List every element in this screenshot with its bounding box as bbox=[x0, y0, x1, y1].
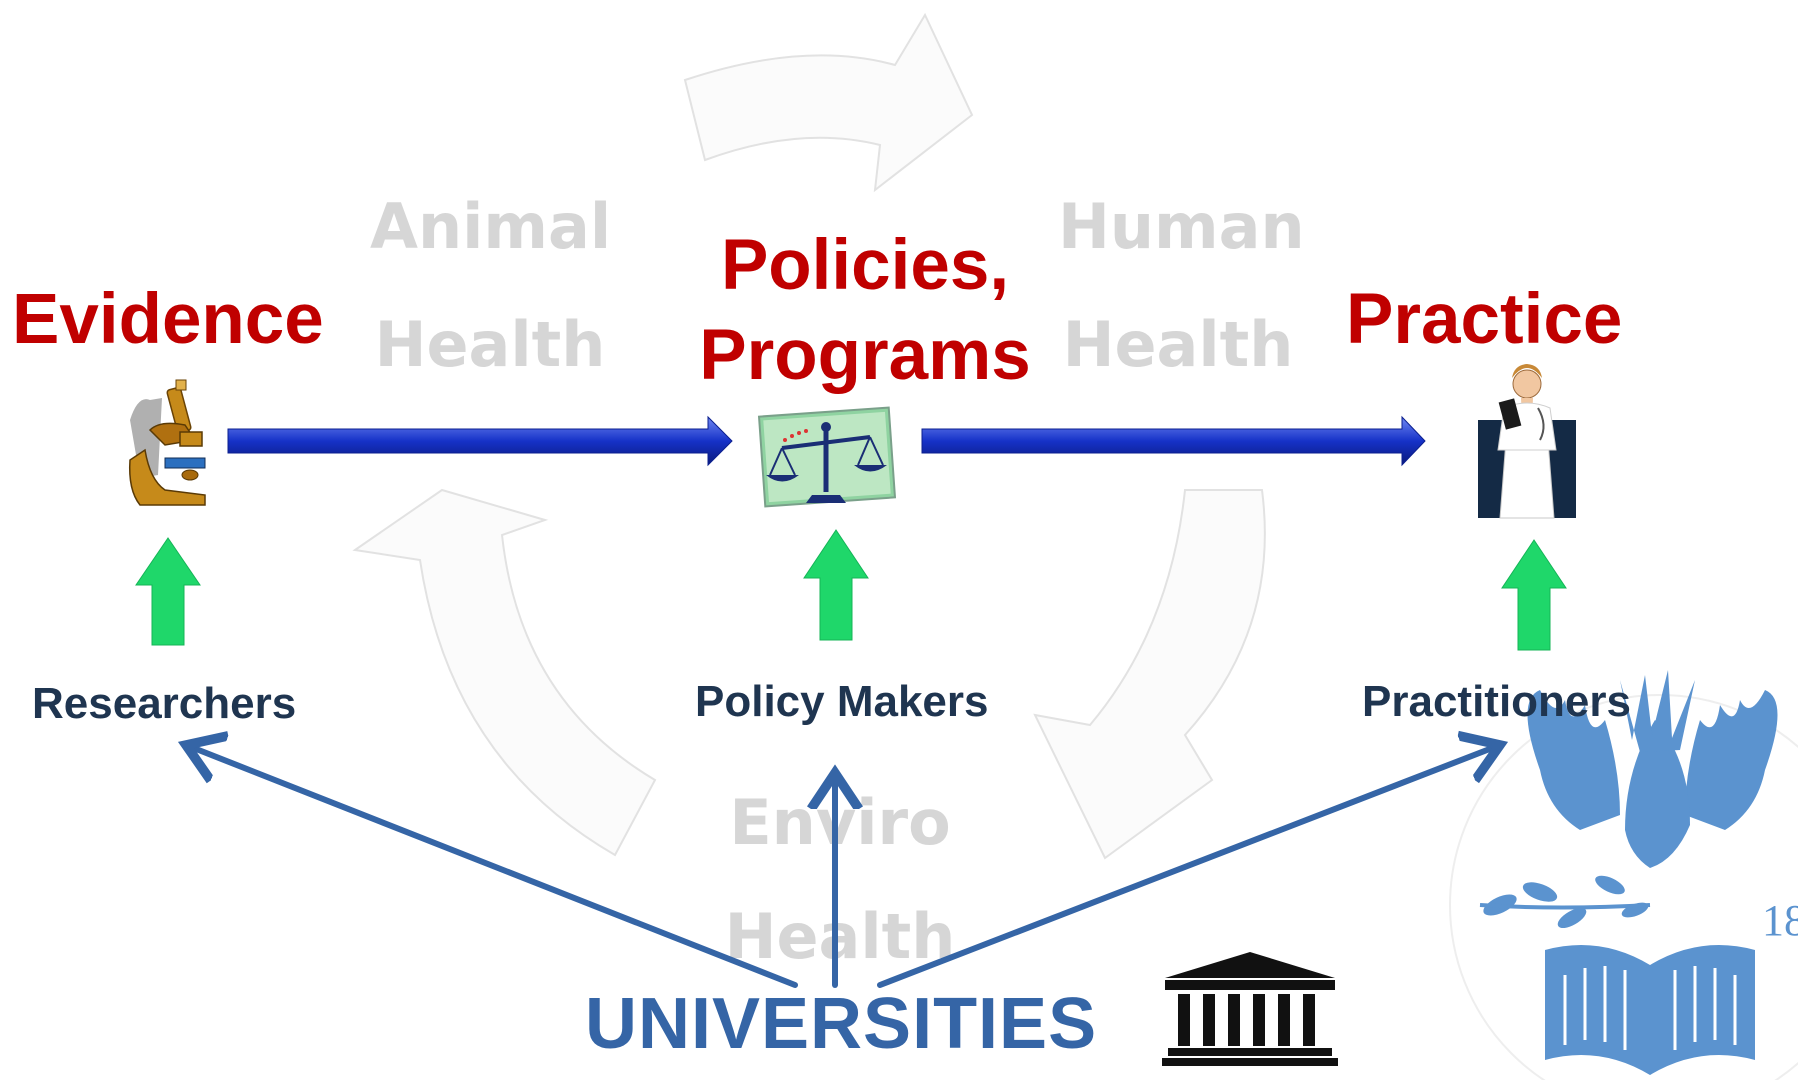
cycle-arrow-left bbox=[352, 488, 657, 857]
policy-to-practice-arrow bbox=[921, 415, 1426, 467]
animal-health-label-line1: Animal bbox=[370, 190, 612, 263]
researchers-up-arrow bbox=[135, 537, 201, 646]
human-health-label-line1: Human bbox=[1058, 190, 1305, 263]
policy-makers-label: Policy Makers bbox=[695, 677, 989, 726]
practice-label: Practice bbox=[1346, 280, 1623, 359]
university-to-practitioners-arrow bbox=[877, 745, 1500, 988]
policies-label-line2: Programs bbox=[699, 316, 1031, 395]
practitioners-label: Practitioners bbox=[1362, 677, 1631, 726]
logo-year-text: 18 bbox=[1762, 896, 1798, 945]
evidence-to-policy-arrow bbox=[227, 415, 733, 467]
enviro-health-label-line2: Health bbox=[724, 900, 956, 973]
scales-of-justice-icon bbox=[757, 406, 897, 508]
cycle-arrow-right bbox=[1033, 489, 1266, 860]
policy-makers-up-arrow bbox=[803, 529, 869, 641]
evidence-label: Evidence bbox=[12, 280, 324, 359]
researchers-label: Researchers bbox=[32, 679, 297, 728]
animal-health-label-line2: Health bbox=[374, 308, 606, 381]
microscope-icon bbox=[128, 379, 206, 506]
practitioners-up-arrow bbox=[1501, 539, 1567, 651]
university-building-icon bbox=[1162, 952, 1338, 1066]
university-to-researchers-arrow bbox=[186, 745, 798, 988]
policies-label-line1: Policies, bbox=[720, 226, 1010, 305]
doctor-icon bbox=[1478, 364, 1576, 519]
cycle-arrow-top bbox=[683, 12, 974, 193]
universities-label: UNIVERSITIES bbox=[585, 984, 1098, 1064]
human-health-label-line2: Health bbox=[1062, 308, 1294, 381]
